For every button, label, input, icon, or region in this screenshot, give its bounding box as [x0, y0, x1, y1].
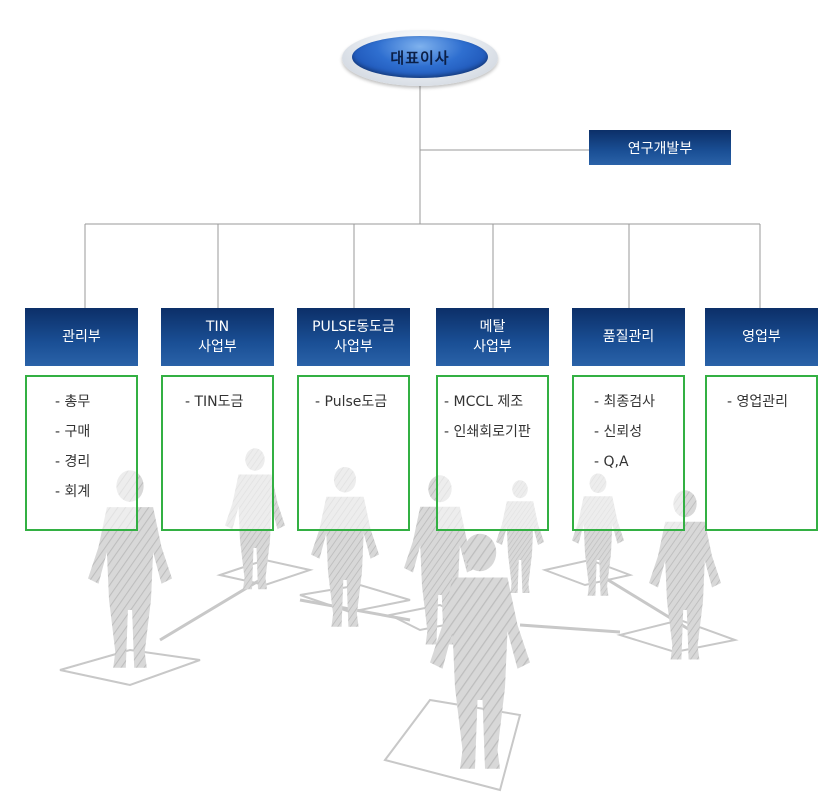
- task-box-pulse: - Pulse도금: [297, 375, 410, 531]
- dept-header-quality: 품질관리: [572, 308, 685, 366]
- task-item: - 신뢰성: [594, 424, 643, 440]
- task-item: - TIN도금: [185, 394, 244, 410]
- ceo-label: 대표이사: [352, 36, 488, 78]
- task-item: - 경리: [55, 454, 91, 470]
- task-item: - MCCL 제조: [444, 394, 524, 410]
- task-item: - Q,A: [594, 454, 629, 470]
- task-item: - 영업관리: [727, 394, 789, 410]
- task-box-metal: - MCCL 제조 - 인쇄회로기판: [436, 375, 549, 531]
- task-item: - 인쇄회로기판: [444, 424, 531, 440]
- dept-title: 관리부: [62, 329, 101, 345]
- task-box-tin: - TIN도금: [161, 375, 274, 531]
- task-item: - 총무: [55, 394, 91, 410]
- task-item: - 회계: [55, 484, 91, 500]
- rnd-department-node: 연구개발부: [589, 130, 731, 165]
- task-box-admin: - 총무 - 구매 - 경리 - 회계: [25, 375, 138, 531]
- dept-header-admin: 관리부: [25, 308, 138, 366]
- task-item: - Pulse도금: [315, 394, 388, 410]
- dept-title: 영업부: [742, 329, 781, 345]
- task-item: - 최종검사: [594, 394, 656, 410]
- task-item: - 구매: [55, 424, 91, 440]
- dept-title: 품질관리: [602, 329, 655, 345]
- dept-header-sales: 영업부: [705, 308, 818, 366]
- task-box-sales: - 영업관리: [705, 375, 818, 531]
- task-box-quality: - 최종검사 - 신뢰성 - Q,A: [572, 375, 685, 531]
- ceo-node: 대표이사: [342, 30, 498, 86]
